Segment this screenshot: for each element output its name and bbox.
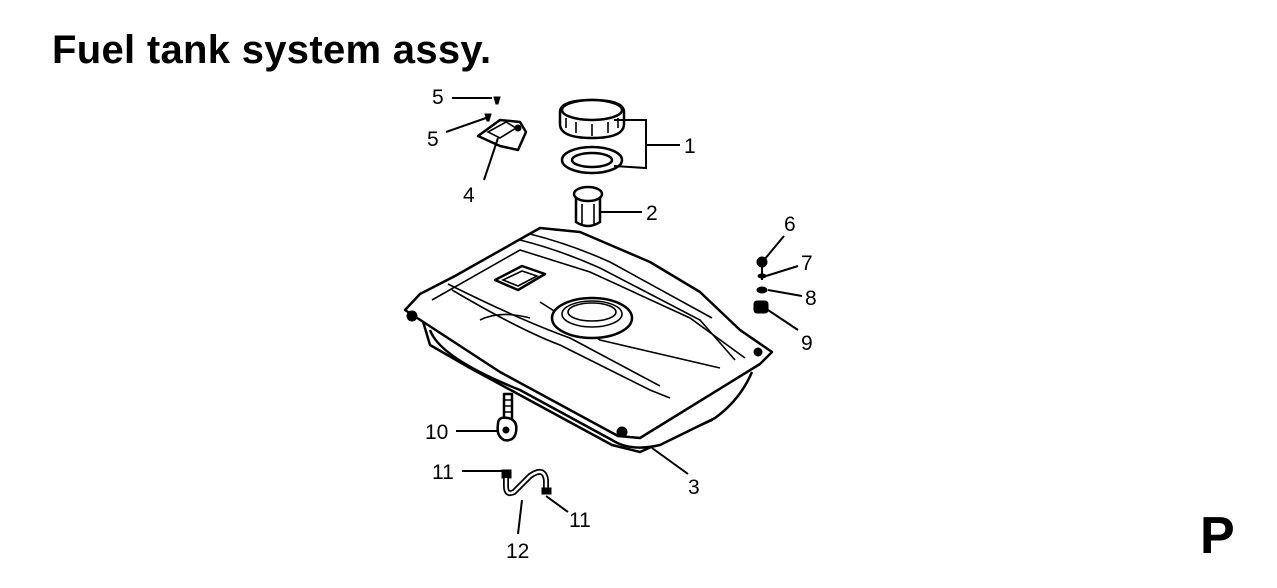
screw-5b — [484, 113, 492, 122]
callout-11b: 11 — [569, 509, 591, 532]
hose-clip-11a — [501, 469, 512, 479]
fuel-pipe — [503, 468, 549, 497]
leader-lines — [445, 97, 803, 535]
gauge-bracket — [476, 118, 528, 152]
callout-2: 2 — [646, 202, 658, 225]
filler-cap — [558, 98, 626, 140]
page-letter: P — [1200, 507, 1235, 565]
washer-7 — [757, 273, 767, 279]
hose-clip-11b — [541, 487, 552, 495]
callout-5a: 5 — [432, 86, 444, 109]
cap-gasket — [560, 145, 624, 175]
callout-8: 8 — [805, 287, 817, 310]
callout-4: 4 — [463, 184, 475, 207]
callout-5b: 5 — [427, 128, 439, 151]
callout-10: 10 — [425, 421, 448, 444]
callout-12: 12 — [506, 540, 529, 563]
callout-9: 9 — [801, 332, 813, 355]
callout-1: 1 — [684, 135, 696, 158]
screw-5a — [493, 96, 501, 105]
callout-6: 6 — [784, 213, 796, 236]
callout-3: 3 — [688, 476, 700, 499]
washer-8 — [756, 286, 768, 294]
callout-7: 7 — [801, 252, 813, 275]
rubber-mount-9 — [753, 300, 769, 314]
callout-11a: 11 — [432, 461, 454, 484]
fuel-cock — [496, 392, 518, 442]
fuel-tank — [403, 226, 774, 454]
diagram-title: Fuel tank system assy. — [52, 28, 492, 72]
fuel-strainer — [572, 185, 604, 228]
